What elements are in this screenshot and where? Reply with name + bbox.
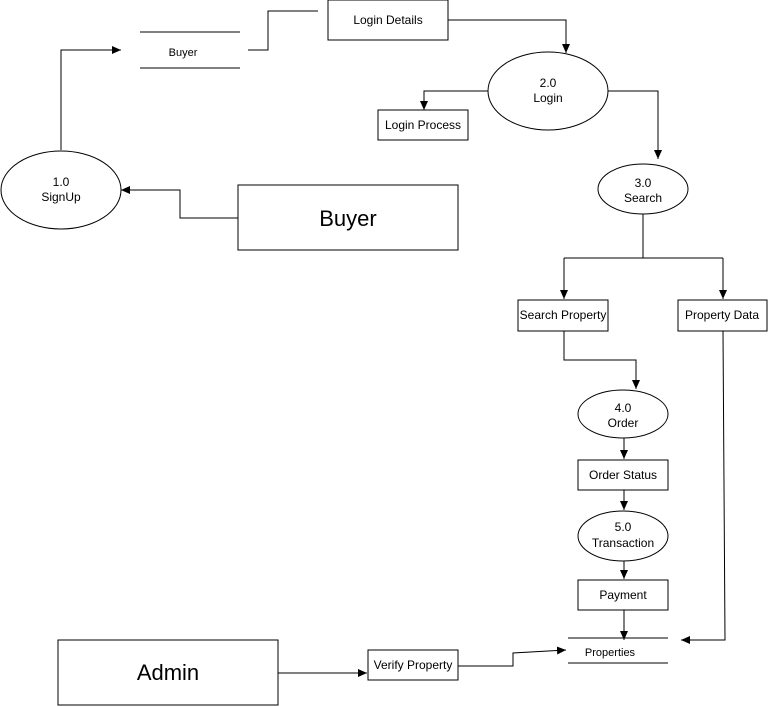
admin-entity-label: Admin xyxy=(137,660,199,685)
buyer-entity-label: Buyer xyxy=(319,206,376,231)
process-search: 3.0 Search xyxy=(597,163,689,215)
process-order-number: 4.0 xyxy=(615,401,632,415)
login-details-label: Login Details xyxy=(353,13,422,27)
flow-search-property-to-order xyxy=(563,331,640,389)
flow-login-to-login-process xyxy=(420,90,488,110)
admin-entity: Admin xyxy=(57,639,279,706)
properties-store-label: Properties xyxy=(585,647,636,659)
login-process-label: Login Process xyxy=(385,118,461,132)
process-login-name: Login xyxy=(533,91,562,105)
process-transaction-name: Transaction xyxy=(592,536,654,550)
property-data-box: Property Data xyxy=(677,299,768,332)
verify-property-label: Verify Property xyxy=(374,658,453,672)
login-process-box: Login Process xyxy=(377,109,469,141)
flow-login-to-search xyxy=(608,90,662,159)
order-status-box: Order Status xyxy=(577,459,669,491)
payment-box: Payment xyxy=(577,579,669,611)
flow-buyer-to-signup xyxy=(121,186,238,219)
process-login-number: 2.0 xyxy=(540,76,557,90)
process-order-name: Order xyxy=(608,416,639,430)
process-signup-number: 1.0 xyxy=(53,175,70,189)
process-transaction-number: 5.0 xyxy=(615,520,632,534)
buyer-entity: Buyer xyxy=(237,184,459,251)
buyer-data-store: Buyer xyxy=(140,31,240,69)
flow-signup-to-buyer-store xyxy=(60,46,121,150)
search-property-label: Search Property xyxy=(520,308,607,322)
process-login: 2.0 Login xyxy=(487,51,609,131)
process-search-name: Search xyxy=(624,191,662,205)
flow-property-data-to-properties xyxy=(681,330,726,644)
order-status-label: Order Status xyxy=(589,468,657,482)
verify-property-box: Verify Property xyxy=(367,649,459,681)
payment-label: Payment xyxy=(599,588,647,602)
flow-buyer-store-to-login-details xyxy=(248,10,318,51)
flow-verify-property-to-properties xyxy=(458,646,567,667)
properties-data-store: Properties xyxy=(568,637,668,664)
property-data-label: Property Data xyxy=(685,308,759,322)
process-signup-name: SignUp xyxy=(41,190,81,204)
buyer-store-label: Buyer xyxy=(169,47,198,59)
process-transaction: 5.0 Transaction xyxy=(577,510,669,562)
process-order: 4.0 Order xyxy=(577,389,669,439)
process-signup: 1.0 SignUp xyxy=(0,150,122,230)
flow-login-details-to-login xyxy=(448,19,570,53)
login-details-box: Login Details xyxy=(327,0,449,41)
process-search-number: 3.0 xyxy=(635,176,652,190)
search-property-box: Search Property xyxy=(517,299,609,332)
